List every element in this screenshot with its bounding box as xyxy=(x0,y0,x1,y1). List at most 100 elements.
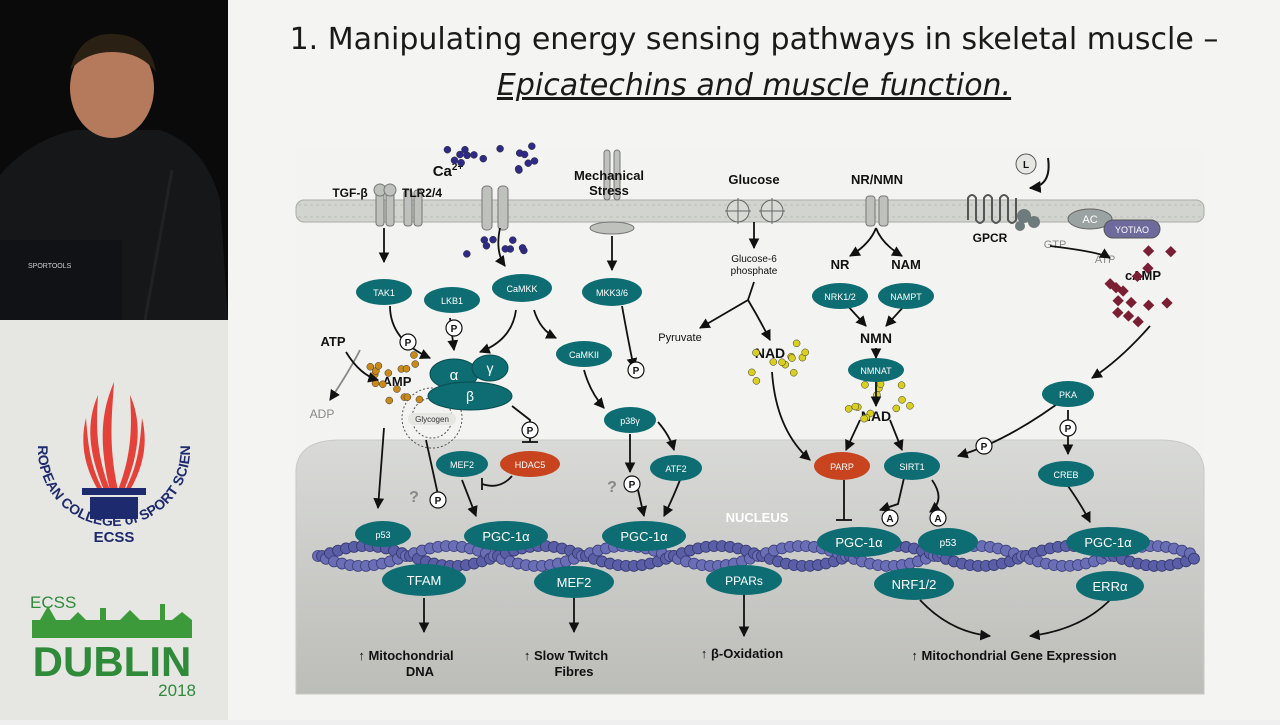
svg-text:HDAC5: HDAC5 xyxy=(515,460,546,470)
calcium-ion-dot xyxy=(489,235,497,244)
outcome-mito-dna-2: DNA xyxy=(406,664,435,679)
torch-stand xyxy=(90,497,138,519)
molecule-dots xyxy=(366,142,1177,423)
p53-left-node: p53 xyxy=(355,521,411,547)
amp-dot xyxy=(411,360,419,368)
ampk-beta-node: β xyxy=(427,381,513,411)
svg-text:P: P xyxy=(633,366,640,377)
outcome-slow-twitch-1: ↑ Slow Twitch xyxy=(524,648,608,663)
nrf12-node: NRF1/2 xyxy=(874,568,954,600)
camp-label: cAMP xyxy=(1125,268,1161,283)
camkk-node: CaMKK xyxy=(492,274,552,302)
glucose-6-phosphate-label-1: Glucose-6 xyxy=(731,254,777,265)
nam-label: NAM xyxy=(891,257,921,272)
ac-label: AC xyxy=(1082,214,1097,226)
svg-text:CaMKII: CaMKII xyxy=(569,350,599,360)
dna-strand xyxy=(312,540,1200,572)
amp-dot xyxy=(415,395,424,404)
nad-dot xyxy=(873,391,881,399)
adp-label: ADP xyxy=(310,407,335,421)
nad-dot xyxy=(851,402,860,411)
camp-diamond xyxy=(1165,245,1177,258)
unknown-mark-2: ? xyxy=(607,479,617,496)
pgc1a-node-3: PGC-1α xyxy=(817,527,901,557)
ligand-circle xyxy=(1015,153,1037,175)
phosphorylation-badge: P xyxy=(623,475,641,493)
svg-text:β: β xyxy=(466,388,474,404)
nr-transporter-icon xyxy=(865,195,889,227)
mef2-cytoplasm-node: MEF2 xyxy=(436,451,488,477)
svg-text:LKB1: LKB1 xyxy=(441,296,463,306)
svg-text:PGC-1α: PGC-1α xyxy=(620,529,668,544)
ac-enzyme xyxy=(1067,208,1113,230)
tgfb-receptor-icon xyxy=(373,183,397,227)
camp-diamond xyxy=(1142,262,1154,274)
nucleus-label: NUCLEUS xyxy=(726,510,789,525)
ampk-complex: α γ β xyxy=(427,354,513,411)
p53-right-node: p53 xyxy=(918,528,978,556)
amp-dot xyxy=(403,393,412,401)
svg-text:MEF2: MEF2 xyxy=(450,460,474,470)
amp-dot xyxy=(393,385,401,393)
svg-text:p38γ: p38γ xyxy=(620,416,640,426)
calcium-ion-dot xyxy=(530,157,539,165)
svg-text:NMNAT: NMNAT xyxy=(860,366,892,376)
svg-text:P: P xyxy=(981,442,988,453)
nad-dot xyxy=(788,354,796,362)
arrow-ligand-gpcr xyxy=(1028,157,1050,193)
nad-dot xyxy=(801,348,809,357)
slide-subtitle: Epicatechins and muscle function. xyxy=(496,68,1012,103)
camp-diamond xyxy=(1112,306,1124,319)
g-protein-icon xyxy=(1015,209,1040,231)
svg-text:MKK3/6: MKK3/6 xyxy=(596,288,628,298)
svg-text:NRF1/2: NRF1/2 xyxy=(892,577,937,592)
nad-dot xyxy=(789,368,798,377)
torch-base xyxy=(82,488,146,495)
svg-text:NRK1/2: NRK1/2 xyxy=(824,292,856,302)
svg-text:P: P xyxy=(435,496,442,507)
phosphorylation-badge: P xyxy=(429,491,447,509)
hdac5-node: HDAC5 xyxy=(500,451,560,477)
atf2-node: ATF2 xyxy=(650,455,702,481)
nrk12-node: NRK1/2 xyxy=(812,283,868,309)
glucose-6-phosphate-label-2: phosphate xyxy=(731,266,778,277)
nad-dot xyxy=(898,396,906,404)
tlr-receptor-icon xyxy=(403,189,423,227)
svg-text:P: P xyxy=(1065,424,1072,435)
camp-diamond xyxy=(1142,245,1155,257)
svg-text:PGC-1α: PGC-1α xyxy=(1084,535,1132,550)
svg-text:ATF2: ATF2 xyxy=(665,464,686,474)
pathway-diagram: NUCLEUS L AC YOTIAO TGF-β TLR2/4 Ca2+ Me… xyxy=(295,142,1205,696)
sirt1-node: SIRT1 xyxy=(884,452,940,480)
svg-text:TFAM: TFAM xyxy=(407,573,442,588)
camp-diamond xyxy=(1161,297,1173,309)
p38-node: p38γ xyxy=(604,407,656,433)
nad-dot xyxy=(748,368,756,377)
amp-dot xyxy=(366,363,375,371)
calcium-ion-dot xyxy=(509,236,517,244)
nad-dot xyxy=(906,402,914,410)
mechanical-stress-label-2: Stress xyxy=(589,183,629,198)
speaker-hair xyxy=(70,33,156,72)
event-prefix: ECSS xyxy=(30,593,76,612)
speaker-video-frame: SPORTOOLS xyxy=(0,0,228,320)
tlr-label: TLR2/4 xyxy=(402,186,442,200)
mechanosensor-icon xyxy=(589,149,635,235)
ppars-node: PPARs xyxy=(706,565,782,595)
lkb1-node: LKB1 xyxy=(424,287,480,313)
unknown-mark-1: ? xyxy=(409,489,419,506)
nad-dot xyxy=(769,358,778,366)
svg-text:CaMKK: CaMKK xyxy=(506,284,537,294)
gtp-label: GTP xyxy=(1044,239,1067,251)
calcium-ion-dot xyxy=(456,150,464,159)
nad-dot xyxy=(860,414,868,423)
svg-text:P: P xyxy=(527,426,534,437)
pyruvate-label: Pyruvate xyxy=(658,332,701,344)
nad-dot xyxy=(752,377,761,385)
svg-text:CREB: CREB xyxy=(1053,470,1078,480)
calcium-ion-dot xyxy=(496,144,504,153)
parp-node: PARP xyxy=(814,452,870,480)
glucose-transporter-icon xyxy=(725,198,785,224)
acetylation-badge: A xyxy=(929,509,947,527)
